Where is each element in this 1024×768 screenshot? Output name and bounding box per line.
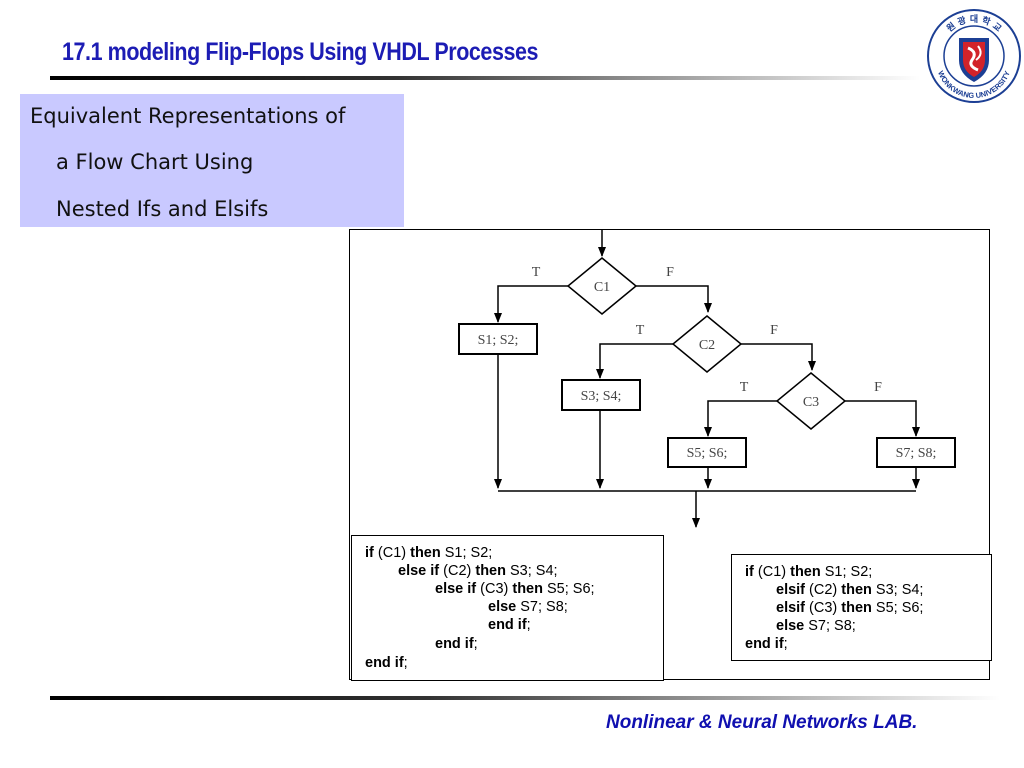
code-elsif-line-1: if (C1) then S1; S2; (745, 564, 873, 580)
flowchart-frame (349, 229, 990, 680)
statement-box-s7 (876, 437, 956, 468)
subtitle-line-1: Equivalent Representations of (30, 104, 346, 128)
code-elsif-line-5: end if; (745, 636, 788, 652)
statement-s7-label: S7; S8; (896, 446, 937, 461)
decision-c2-label: C2 (699, 338, 715, 353)
code-elsif-line-4: else S7; S8; (776, 618, 856, 634)
title-divider (50, 76, 920, 80)
decision-c1 (566, 257, 638, 315)
code-elsif-line-2: elsif (C2) then S3; S4; (776, 582, 924, 598)
c3-true-label: T (740, 380, 749, 395)
c2-true-label: T (636, 323, 645, 338)
statement-s1-label: S1; S2; (478, 333, 519, 348)
c1-false-edge (636, 285, 712, 313)
subtitle-box: Equivalent Representations of a Flow Cha… (20, 94, 404, 227)
statement-s5-label: S5; S6; (687, 446, 728, 461)
statement-box-s5 (667, 437, 747, 468)
c1-true-label: T (532, 265, 541, 280)
university-seal-logo: 원 광 대 학 교 WONKWANG UNIVERSITY (927, 9, 1021, 103)
c2-false-edge (741, 343, 816, 371)
code-nested-line-1: if (C1) then S1; S2; (365, 545, 493, 561)
c1-false-label: F (666, 265, 674, 280)
code-nested-line-6: end if; (435, 636, 478, 652)
decision-c2 (671, 315, 743, 373)
subtitle-line-2: a Flow Chart Using (56, 150, 254, 174)
footer-lab-name: Nonlinear & Neural Networks LAB. (606, 712, 918, 733)
c3-true-edge (704, 400, 777, 437)
code-nested-line-2: else if (C2) then S3; S4; (398, 563, 558, 579)
c3-false-label: F (874, 380, 882, 395)
code-nested-line-4: else S7; S8; (488, 599, 568, 615)
decision-c3 (775, 372, 847, 430)
slide-title: 17.1 modeling Flip-Flops Using VHDL Proc… (62, 38, 539, 66)
decision-c1-label: C1 (594, 280, 610, 295)
footer-divider (50, 696, 1000, 700)
code-elsif-line-3: elsif (C3) then S5; S6; (776, 600, 924, 616)
code-nested-line-5: end if; (488, 617, 531, 633)
statement-box-s1 (458, 323, 538, 355)
code-elsif: if (C1) then S1; S2; elsif (C2) then S3;… (731, 554, 992, 661)
c2-true-edge (596, 343, 673, 379)
decision-c3-label: C3 (803, 395, 819, 410)
code-nested-line-3: else if (C3) then S5; S6; (435, 581, 595, 597)
c1-true-edge (494, 285, 568, 323)
statement-s3-label: S3; S4; (581, 389, 622, 404)
c3-false-edge (845, 400, 920, 437)
c2-false-label: F (770, 323, 778, 338)
subtitle-line-3: Nested Ifs and Elsifs (56, 197, 269, 221)
code-nested-line-7: end if; (365, 655, 408, 671)
code-nested-ifs: if (C1) then S1; S2; else if (C2) then S… (351, 535, 664, 681)
statement-box-s3 (561, 379, 641, 411)
